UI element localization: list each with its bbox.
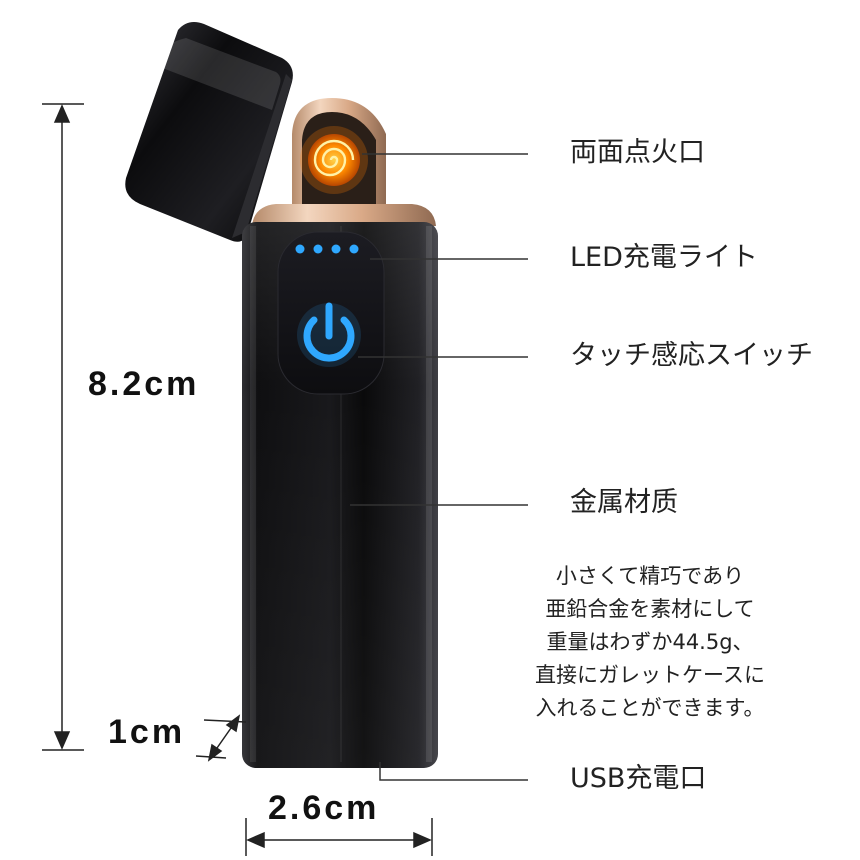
description-line: 重量はわずか44.5g、 [546,630,754,654]
dimension-height-label: 8.2cm [88,365,200,403]
description-line: 直接にガレットケースに [535,663,765,687]
product-description: 小さくて精巧であり 亜鉛合金を素材にして 重量はわずか44.5g、 直接にガレッ… [496,560,804,725]
depth-dimension [195,714,247,762]
led-dot [331,244,341,254]
label-ignition: 両面点火口 [570,137,705,168]
leader-lines [350,153,528,781]
coil-icon [308,134,360,186]
led-dot [295,244,305,254]
label-touch: タッチ感応スイッチ [570,340,813,371]
led-dot [349,244,359,254]
led-dot [313,244,323,254]
description-line: 入れることができます。 [535,696,765,720]
label-usb: USB充電口 [570,763,707,794]
dimension-depth-label: 1cm [108,713,186,751]
led-indicators [295,244,359,254]
ignition-head [292,98,386,214]
label-led: LED充電ライト [570,242,758,273]
power-icon[interactable] [297,302,361,367]
width-dimension [245,818,433,856]
description-line: 亜鉛合金を素材にして [545,597,755,621]
lighter-cap [125,22,293,242]
dimension-width-label: 2.6cm [268,789,380,827]
lighter-body [242,222,438,768]
leader-usb [379,762,528,781]
description-line: 小さくて精巧であり [555,564,745,588]
height-dimension [42,103,84,751]
label-material: 金属材质 [570,487,678,518]
gold-collar [252,204,436,226]
